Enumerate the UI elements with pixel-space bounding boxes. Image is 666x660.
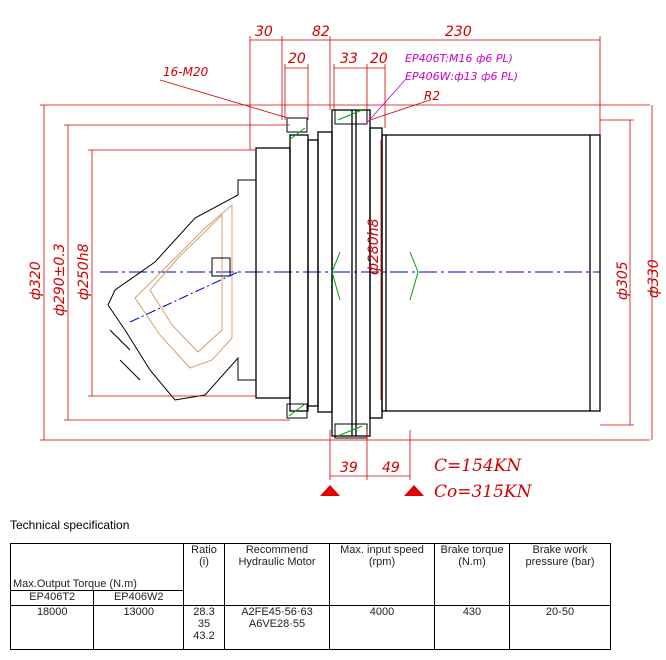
spec-table: Max.Output Torque (N.m) Ratio (i) Recomm…	[9, 543, 611, 650]
header-motor: Recommend Hydraulic Motor	[224, 543, 330, 606]
ratio-3: 43.2	[193, 630, 215, 642]
dim-39: 39	[340, 460, 358, 476]
load-arrow-left	[320, 485, 340, 496]
note-ep406t: EP406T:M16 ф6 PL)	[405, 52, 513, 65]
dim-305: ф305	[615, 261, 631, 300]
header-speed: Max. input speed (rpm)	[329, 543, 435, 606]
note-leader	[364, 79, 406, 126]
dim-290: ф290±0.3	[52, 243, 68, 316]
header-torque: Max.Output Torque (N.m)	[10, 543, 184, 591]
note-ep406w: EP406W:ф13 ф6 PL)	[405, 70, 518, 83]
motor-2: A6VE28·55	[248, 618, 306, 630]
dim-250: ф250h8	[76, 243, 92, 300]
header-pressure: Brake work pressure (bar)	[509, 543, 611, 606]
cell-torque-t2: 18000	[9, 605, 95, 650]
cell-ratio: 28.3 35 43.2	[183, 605, 225, 650]
radius-label: R2	[424, 89, 440, 103]
ratio-1: 28.3	[193, 606, 215, 618]
dim-280: ф280h8	[366, 218, 382, 275]
header-brake: Brake torque (N.m)	[434, 543, 510, 606]
dim-230: 230	[445, 24, 472, 40]
spec-title: Technical specification	[10, 518, 130, 532]
hydraulic-motor	[107, 179, 257, 401]
dim-20-right: 20	[370, 51, 388, 67]
load-arrow-right	[404, 485, 424, 496]
ratio-2: 35	[197, 618, 211, 630]
dim-330: ф330	[646, 259, 662, 298]
header-ratio: Ratio (i)	[183, 543, 225, 606]
cell-pressure: 20-50	[509, 605, 611, 650]
cell-motor: A2FE45·56·63 A6VE28·55	[224, 605, 330, 650]
header-ep406t2: EP406T2	[9, 590, 95, 606]
static-load: Co=315KN	[434, 482, 533, 502]
hatching	[288, 109, 419, 437]
gearbox-drawing: 30 82 230 20 33 20 16-M20 EP406T:M16 ф6 …	[28, 24, 662, 502]
cell-brake: 430	[434, 605, 510, 650]
dim-82: 82	[312, 24, 330, 40]
housing-outline	[255, 109, 601, 437]
dim-320: ф320	[28, 261, 44, 300]
dynamic-load: C=154KN	[434, 456, 522, 476]
flange-bolts	[286, 109, 368, 439]
cell-torque-w2: 13000	[93, 605, 184, 650]
dim-33: 33	[340, 51, 358, 67]
bolt-label: 16-M20	[163, 65, 209, 79]
dimension-lines	[40, 36, 653, 480]
cell-speed: 4000	[329, 605, 435, 650]
dim-30: 30	[255, 24, 273, 40]
motor-1: A2FE45·56·63	[241, 606, 313, 618]
dim-49: 49	[382, 460, 400, 476]
header-ep406w2: EP406W2	[93, 590, 184, 606]
dim-20-left: 20	[288, 51, 306, 67]
